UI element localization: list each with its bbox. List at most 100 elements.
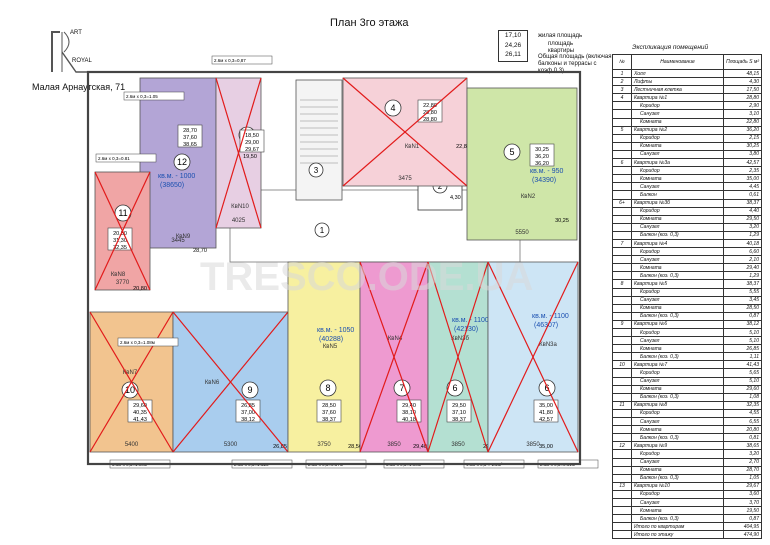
dimension: 3750	[317, 442, 331, 448]
table-cell-name: Балкон (коэ. 0,3)	[630, 352, 725, 362]
table-cell-name: Коридор	[630, 408, 725, 419]
balcony	[117, 337, 179, 347]
table-cell-v: 17,50	[723, 85, 762, 95]
apartment-label: КвN3а	[539, 342, 557, 348]
room-number: 9	[247, 385, 252, 395]
table-cell-v: 26,85	[723, 344, 762, 354]
table-cell-name: Санузел	[630, 255, 725, 265]
table-cell-v: 5,65	[723, 368, 762, 378]
table-cell-name: Комната	[630, 174, 725, 184]
area-value: 28,70	[183, 128, 197, 134]
area-value: 18,50	[245, 133, 259, 139]
table-cell-n: 11	[612, 400, 632, 410]
table-cell-name: Санузел	[630, 295, 725, 305]
table-cell-n	[612, 206, 632, 216]
table-cell-name: Комната	[630, 506, 725, 516]
address: Малая Арнаутская, 71	[32, 82, 126, 92]
balcony	[95, 153, 157, 163]
table-cell-v: 0,61	[723, 190, 762, 200]
table-title: Экспликация помещений	[632, 44, 709, 51]
area-box	[239, 129, 265, 153]
room-number: 6	[452, 383, 457, 393]
table-cell-v: 41,43	[723, 360, 762, 370]
table-cell-v: 38,37	[723, 198, 762, 208]
table-cell-v: 20,80	[723, 425, 762, 435]
legend-label-living: жилая площадь	[538, 33, 583, 39]
table-cell-v: 29,60	[723, 384, 762, 394]
table-cell-n	[612, 497, 632, 508]
apartment-label: КвN1	[405, 144, 420, 150]
table-cell-v: 5,55	[723, 287, 762, 297]
sold-cross	[172, 311, 289, 453]
table-cell-name: Коридор	[630, 133, 725, 143]
table-cell-name: Коридор	[630, 327, 725, 338]
area-value: 37,00	[241, 410, 255, 416]
room-number: 5	[509, 147, 514, 157]
table-cell-v: 5,10	[723, 376, 762, 386]
table-cell-n	[612, 327, 632, 338]
table-cell-n	[612, 141, 632, 151]
area-value: 41,80	[539, 410, 553, 416]
table-cell-v: 0,81	[723, 433, 762, 443]
room-number: 6	[544, 383, 549, 393]
table-cell-v: 6,60	[723, 247, 762, 257]
area-value: 29,60	[133, 403, 147, 409]
table-cell-name: Комната	[630, 344, 725, 354]
table-cell-v: 0,87	[723, 311, 762, 321]
area-value: 26,85	[241, 403, 255, 409]
room-area: 28,50	[348, 444, 362, 450]
table-cell-v: 4,30	[723, 77, 762, 87]
table-cell-n	[612, 263, 632, 273]
total-price: (40288)	[319, 336, 343, 343]
table-header-cell: №	[612, 54, 632, 70]
area-value: 38,37	[322, 417, 336, 423]
table-cell-v: 2,70	[723, 457, 762, 467]
table-cell-n	[612, 514, 632, 524]
area-value: 32,35	[113, 245, 127, 251]
room-area: 26,85	[273, 444, 287, 450]
table-cell-v: 28,80	[723, 93, 762, 103]
area-value: 40,35	[133, 410, 147, 416]
table-cell-v: 474,90	[723, 530, 762, 540]
logo-word-art: ART	[70, 30, 82, 36]
table-cell-name: Комната	[630, 303, 725, 313]
hall-number: 1	[320, 226, 325, 235]
room-area: 28,70	[193, 248, 207, 254]
table-cell-name: Лестничная клетка	[630, 85, 725, 95]
table-cell-n	[612, 287, 632, 297]
room-marker	[319, 379, 337, 397]
table-cell-v: 19,50	[723, 506, 762, 516]
sold-cross	[427, 261, 489, 453]
table-cell-n	[612, 117, 632, 127]
dimension: 3475	[398, 176, 412, 182]
room-area: 30,25	[555, 218, 569, 224]
area-box	[446, 399, 472, 423]
table-cell-v: 3,80	[723, 149, 762, 160]
apartment-label: КвN7	[123, 370, 138, 376]
apartment-label: КвN10	[231, 204, 249, 210]
table-cell-name: Балкон (коэ. 0,3)	[630, 433, 725, 443]
area-value: 40,18	[402, 417, 416, 423]
room-area: 35,00	[539, 444, 553, 450]
table-cell-n	[612, 230, 632, 240]
balcony-label: 2.6м x 0,3=1.05	[126, 94, 158, 99]
balcony	[211, 55, 273, 65]
watermark: TRESCO.ODE.UA	[200, 255, 533, 299]
